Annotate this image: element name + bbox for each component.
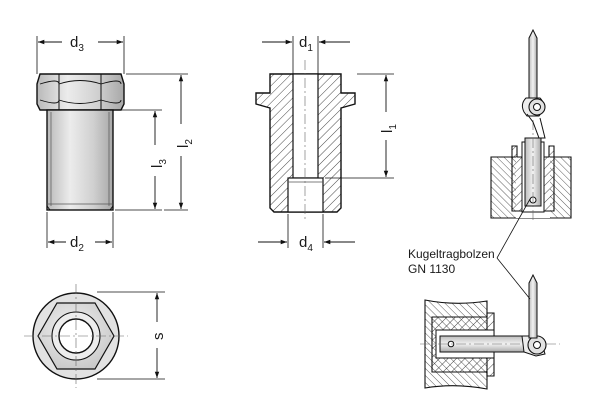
dim-subscript-l2: 2 [184,139,195,145]
application-view-vertical [490,28,572,220]
bushing-section-view [255,60,356,222]
dimension-d1: d1 [262,34,350,74]
dim-label-d1: d [299,34,307,51]
dim-label-l3: l [149,165,166,168]
dim-subscript-d1: 1 [307,43,313,54]
application-view-horizontal [420,273,560,390]
bushing-top-view [24,284,128,388]
svg-text:l2: l2 [175,139,195,148]
annotation-line-2: GN 1130 [408,262,455,276]
bushing-side-view [36,73,125,211]
dim-label-d4: d [299,234,307,251]
dim-label-l1: l [379,130,396,133]
svg-text:d3: d3 [70,34,84,54]
dimension-d3: d3 [36,34,125,74]
svg-text:d2: d2 [70,234,84,254]
dimension-l1: l1 [325,73,399,179]
svg-text:d4: d4 [299,234,313,254]
dim-label-d3: d [70,34,78,51]
dimension-d4: d4 [258,214,355,254]
annotation-line-1: Kugeltragbolzen [408,247,495,261]
dimension-l2: l2 [126,73,195,211]
dimension-s: s [97,291,167,380]
dim-subscript-d2: 2 [78,243,84,254]
svg-text:d1: d1 [299,34,313,54]
dim-subscript-d3: 3 [78,43,84,54]
svg-text:l3: l3 [149,159,169,168]
dim-subscript-d4: 4 [307,243,313,254]
dim-label-l2: l [175,145,192,148]
dimension-l3: l3 [115,109,169,211]
dim-label-s: s [150,333,167,341]
dim-subscript-l1: 1 [388,124,399,130]
dim-subscript-l3: 3 [158,159,169,165]
svg-text:l1: l1 [379,124,399,133]
dim-label-d2: d [70,234,78,251]
dimension-d2: d2 [46,212,114,254]
part-annotation: Kugeltragbolzen GN 1130 [408,198,531,300]
